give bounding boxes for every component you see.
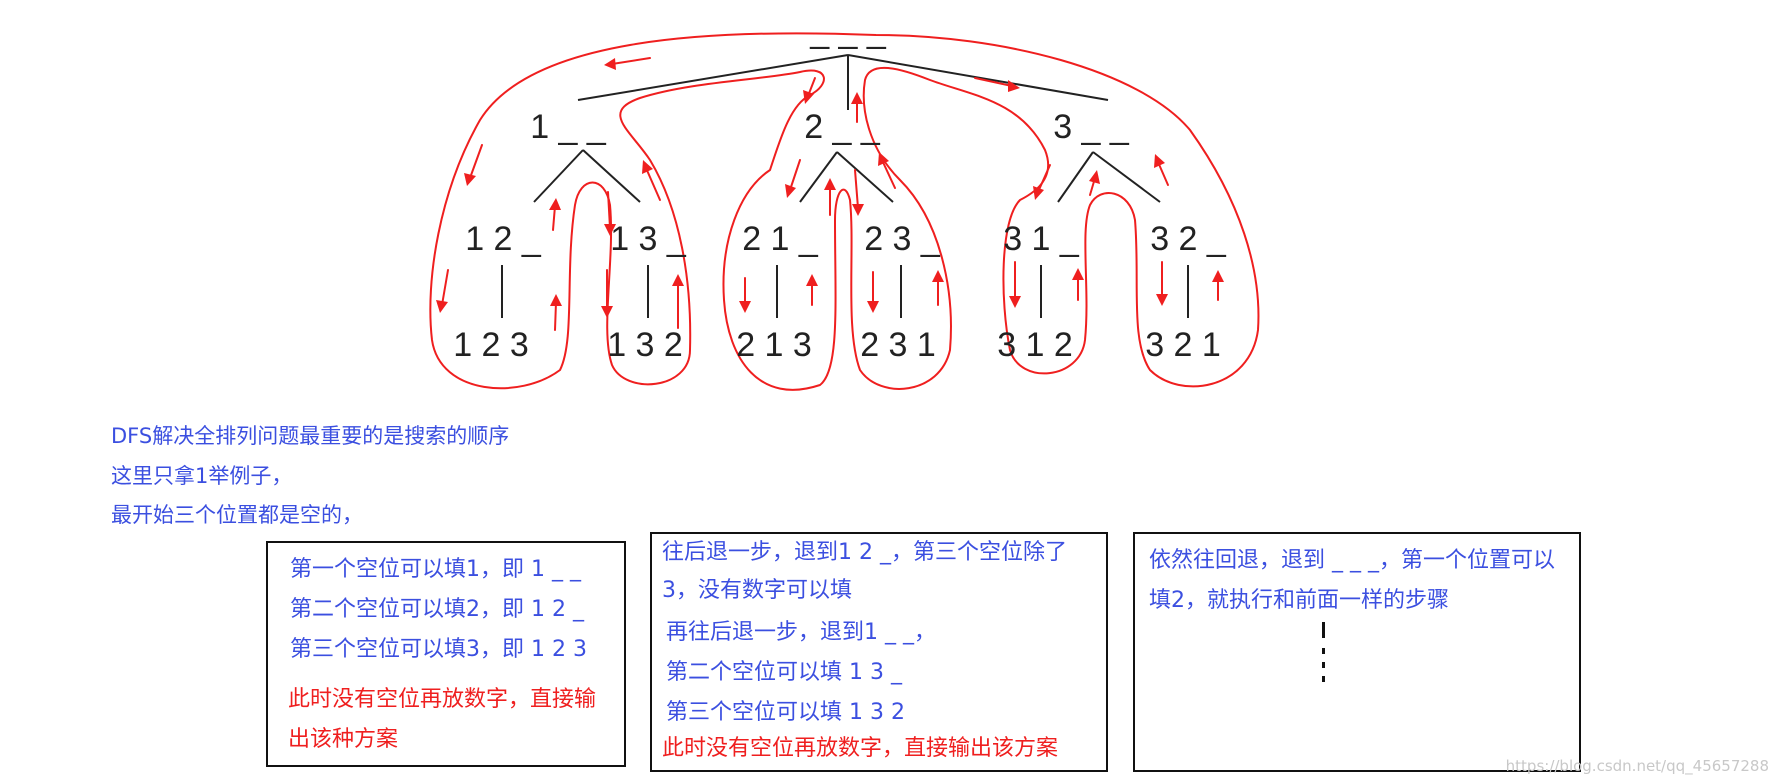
box2-line-1: 往后退一步，退到1 2 _，第三个空位除了 [662, 540, 1067, 565]
explanation-box-3: 依然往回退，退到 _ _ _，第一个位置可以 填2，就执行和前面一样的步骤 [1133, 532, 1581, 772]
explanation-box-1: 第一个空位可以填1，即 1 _ _ 第二个空位可以填2，即 1 2 _ 第三个空… [266, 541, 626, 767]
tree-node-level2: 1 2 _ [465, 220, 542, 258]
dfs-trace-outer-left [429, 32, 1260, 391]
tree-node-level2: 3 2 _ [1150, 220, 1227, 258]
box1-line-3: 第三个空位可以填3，即 1 2 3 [290, 637, 587, 662]
arrow-up-icon [851, 92, 863, 123]
tree-node-level1: 1 _ _ [530, 108, 607, 146]
box2-conclusion: 此时没有空位再放数字，直接输出该方案 [662, 736, 1059, 761]
arrow-down-icon [1009, 261, 1021, 308]
arrow-down-icon [867, 271, 879, 313]
arrow-up-icon [1072, 268, 1084, 301]
tree-node-leaf: 1 2 3 [453, 326, 529, 364]
arrow-down-icon [852, 169, 864, 216]
arrow-down-icon [785, 159, 801, 198]
arrow-up-icon [549, 198, 561, 231]
arrow-up-icon [806, 274, 818, 306]
arrow-left-icon [604, 57, 651, 70]
description-line-3: 最开始三个位置都是空的， [111, 503, 363, 527]
tree-node-level2: 3 1 _ [1003, 220, 1080, 258]
tree-node-leaf: 2 1 3 [736, 326, 812, 364]
box1-line-1: 第一个空位可以填1，即 1 _ _ [290, 557, 581, 582]
box2-line-2: 3，没有数字可以填 [662, 578, 852, 603]
arrow-up-icon [550, 294, 562, 331]
box2-line-3: 再往后退一步，退到1 _ _， [666, 620, 936, 645]
arrow-down-icon [436, 269, 449, 313]
arrow-down-icon [1156, 261, 1168, 306]
arrow-down-icon [464, 144, 483, 186]
box3-line-1: 依然往回退，退到 _ _ _，第一个位置可以 [1149, 548, 1555, 573]
arrow-up-icon [1154, 154, 1169, 186]
description-line-1: DFS解决全排列问题最重要的是搜索的顺序 [111, 424, 510, 448]
tree-node-root: _ _ _ [809, 12, 887, 50]
arrow-down-icon [803, 77, 816, 104]
description-line-2: 这里只拿1举例子， [111, 464, 293, 488]
explanation-box-2: 往后退一步，退到1 2 _，第三个空位除了 3，没有数字可以填 再往后退一步，退… [650, 532, 1108, 772]
tree-node-leaf: 1 3 2 [607, 326, 683, 364]
arrow-down-icon [1033, 164, 1051, 200]
tree-node-leaf: 3 1 2 [997, 326, 1073, 364]
box1-conclusion-line-2: 出该种方案 [288, 727, 399, 752]
arrow-up-icon [932, 270, 944, 306]
arrow-up-icon [878, 152, 896, 189]
box1-line-2: 第二个空位可以填2，即 1 2 _ [290, 597, 584, 622]
arrow-up-icon [824, 178, 836, 216]
tree-node-level1: 2 _ _ [804, 108, 881, 146]
direction-arrows [436, 57, 1224, 331]
permutation-tree: _ _ _ 1 _ _ 2 _ _ 3 _ _ 1 2 _ 1 3 _ 2 1 … [429, 12, 1260, 391]
watermark: https://blog.csdn.net/qq_45657288 [1505, 757, 1769, 775]
box3-line-2: 填2，就执行和前面一样的步骤 [1149, 588, 1449, 613]
arrow-up-icon [642, 160, 661, 201]
tree-edges [501, 54, 1189, 318]
box2-line-4: 第二个空位可以填 1 3 _ [666, 660, 902, 685]
arrow-right-icon [974, 77, 1020, 92]
arrow-down-icon [604, 191, 616, 236]
arrow-down-icon [601, 269, 613, 318]
arrow-up-icon [1212, 270, 1224, 301]
box2-line-5: 第三个空位可以填 1 3 2 [666, 700, 905, 725]
tree-node-level2: 2 3 _ [864, 220, 941, 258]
arrow-down-icon [739, 277, 751, 313]
tree-node-level1: 3 _ _ [1053, 108, 1130, 146]
ellipsis-dots-icon [1322, 622, 1325, 682]
tree-node-leaf: 3 2 1 [1145, 326, 1221, 364]
tree-node-level2: 1 3 _ [610, 220, 687, 258]
arrow-up-icon [1089, 170, 1100, 196]
tree-node-leaf: 2 3 1 [860, 326, 936, 364]
box1-conclusion-line-1: 此时没有空位再放数字，直接输 [288, 687, 597, 712]
arrow-up-icon [672, 274, 684, 329]
tree-node-level2: 2 1 _ [742, 220, 819, 258]
